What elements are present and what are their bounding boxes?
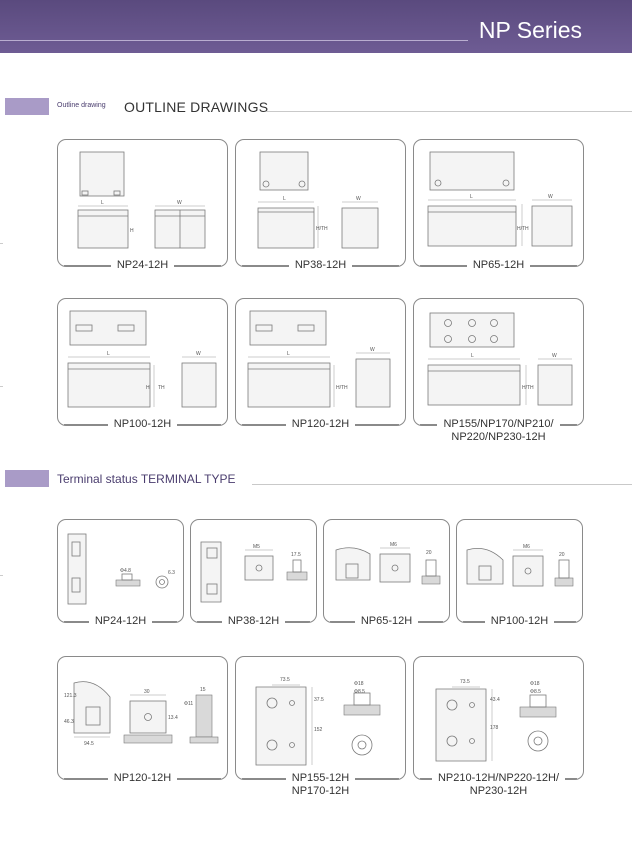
- terminal-card-np210: 73.5 43.4 178 Φ18 Φ8.5 NP210-12H/NP220-1…: [413, 656, 584, 797]
- terminal-label: 30: [144, 689, 150, 695]
- terminal-drawing-np24: Φ4.8 6.3: [67, 533, 175, 605]
- dim-label-w: W: [370, 347, 375, 353]
- terminal-drawing-np38: M5 17.5: [200, 541, 308, 603]
- section-rule: [252, 484, 632, 485]
- header-banner: NP Series: [0, 0, 632, 53]
- dim-label-w: W: [356, 196, 361, 202]
- terminal-label: 46.3: [64, 719, 74, 725]
- terminal-label: Φ11: [184, 701, 193, 707]
- edge-mark: [0, 386, 3, 387]
- terminal-card-np65: M6 20 NP65-12H: [323, 519, 450, 627]
- terminal-label: Φ4.8: [120, 568, 131, 574]
- terminal-label: 37.5: [314, 697, 324, 703]
- outline-caption: NP100-12H: [58, 418, 227, 431]
- outline-card-np100: L W H TH NP100-12H: [57, 298, 228, 430]
- section-rule: [266, 111, 632, 112]
- dim-label-hth: H/TH: [336, 385, 348, 391]
- dim-label-hth: H/TH: [522, 385, 534, 391]
- terminal-label: 15: [200, 687, 206, 693]
- section-marker: [5, 470, 49, 487]
- terminal-label: 13.4: [168, 715, 178, 721]
- terminal-card-np24: Φ4.8 6.3 NP24-12H: [57, 519, 184, 627]
- terminal-label: 17.5: [291, 552, 301, 558]
- header-rule: [0, 40, 468, 41]
- outline-drawing-np38: L W H/TH: [257, 151, 379, 249]
- terminal-label: 43.4: [490, 697, 500, 703]
- outline-drawing-np155: L W H/TH: [427, 312, 573, 406]
- terminal-label: 73.5: [280, 677, 290, 683]
- terminal-label: M5: [253, 544, 260, 550]
- outline-card-np65: L W H/TH NP65-12H: [413, 139, 584, 271]
- dim-label-hth: H/TH: [517, 226, 529, 232]
- terminal-drawing-np65: M6 20: [335, 542, 441, 585]
- terminal-label: 6.3: [168, 570, 175, 576]
- terminal-drawing-np210: 73.5 43.4 178 Φ18 Φ8.5: [435, 679, 557, 762]
- section-title: OUTLINE DRAWINGS: [124, 99, 269, 115]
- terminal-card-np38: M5 17.5 NP38-12H: [190, 519, 317, 627]
- outline-card-np155: L W H/TH NP155/NP170/NP210/NP220/NP230-1…: [413, 298, 584, 443]
- terminal-label: Φ8.5: [530, 689, 541, 695]
- section-subtitle: Outline drawing: [57, 102, 106, 109]
- terminal-label: M6: [523, 544, 530, 550]
- outline-caption: NP155/NP170/NP210/NP220/NP230-12H: [414, 418, 583, 444]
- terminal-label: 152: [314, 727, 323, 733]
- terminal-caption: NP210-12H/NP220-12H/NP230-12H: [414, 772, 583, 798]
- terminal-caption: NP120-12H: [58, 772, 227, 785]
- terminal-card-np100: M6 20 NP100-12H: [456, 519, 583, 627]
- terminal-card-np120: 121.3 46.3 94.5 30 13.4 Φ11 15 NP120-12H: [57, 656, 228, 784]
- dim-label-w: W: [552, 353, 557, 359]
- terminal-drawing-np155: 73.5 37.5 152 Φ18 Φ8.5: [255, 677, 381, 766]
- terminal-label: 20: [559, 552, 565, 558]
- terminal-label: 20: [426, 550, 432, 556]
- outline-caption: NP65-12H: [414, 259, 583, 272]
- dim-label-w: W: [196, 351, 201, 357]
- terminal-label: Φ18: [354, 681, 364, 687]
- dim-label-l: L: [101, 200, 104, 206]
- terminal-label: Φ8.5: [354, 689, 365, 695]
- terminal-label: Φ18: [530, 681, 540, 687]
- dim-label-w: W: [548, 194, 553, 200]
- edge-mark: [0, 243, 3, 244]
- outline-drawing-np24: L W H: [77, 151, 206, 249]
- section-marker: [5, 98, 49, 115]
- dim-label-l: L: [471, 353, 474, 359]
- terminal-caption: NP24-12H: [58, 615, 183, 628]
- page-title: NP Series: [478, 17, 582, 43]
- outline-caption: NP24-12H: [58, 259, 227, 272]
- outline-card-np120: L W H/TH NP120-12H: [235, 298, 406, 430]
- terminal-caption: NP65-12H: [324, 615, 449, 628]
- terminal-label: M6: [390, 542, 397, 548]
- outline-drawing-np65: L W H/TH: [427, 151, 573, 247]
- dim-label-w: W: [177, 200, 182, 206]
- dim-label-l: L: [107, 351, 110, 357]
- outline-card-np24: L W H NP24-12H: [57, 139, 228, 271]
- outline-drawing-np120: L W H/TH: [247, 310, 391, 408]
- terminal-label: 94.5: [84, 741, 94, 747]
- terminal-label: 73.5: [460, 679, 470, 685]
- dim-label-l: L: [283, 196, 286, 202]
- terminal-drawing-np120: 121.3 46.3 94.5 30 13.4 Φ11 15: [64, 681, 219, 747]
- outline-drawing-np100: L W H TH: [67, 310, 217, 408]
- outline-caption: NP38-12H: [236, 259, 405, 272]
- outline-card-np38: L W H/TH NP38-12H: [235, 139, 406, 271]
- outline-caption: NP120-12H: [236, 418, 405, 431]
- edge-mark: [0, 575, 3, 576]
- dim-label-l: L: [470, 194, 473, 200]
- dim-label-l: L: [287, 351, 290, 357]
- terminal-drawing-np100: M6 20: [466, 544, 574, 587]
- dim-label-h: H: [130, 228, 134, 234]
- dim-label-hth: H/TH: [316, 226, 328, 232]
- terminal-caption: NP100-12H: [457, 615, 582, 628]
- terminal-label: 178: [490, 725, 499, 731]
- dim-label-h: H: [146, 385, 150, 391]
- section-title: Terminal status TERMINAL TYPE: [57, 472, 236, 486]
- dim-label-th: TH: [158, 385, 165, 391]
- terminal-label: 121.3: [64, 693, 77, 699]
- terminal-caption: NP38-12H: [191, 615, 316, 628]
